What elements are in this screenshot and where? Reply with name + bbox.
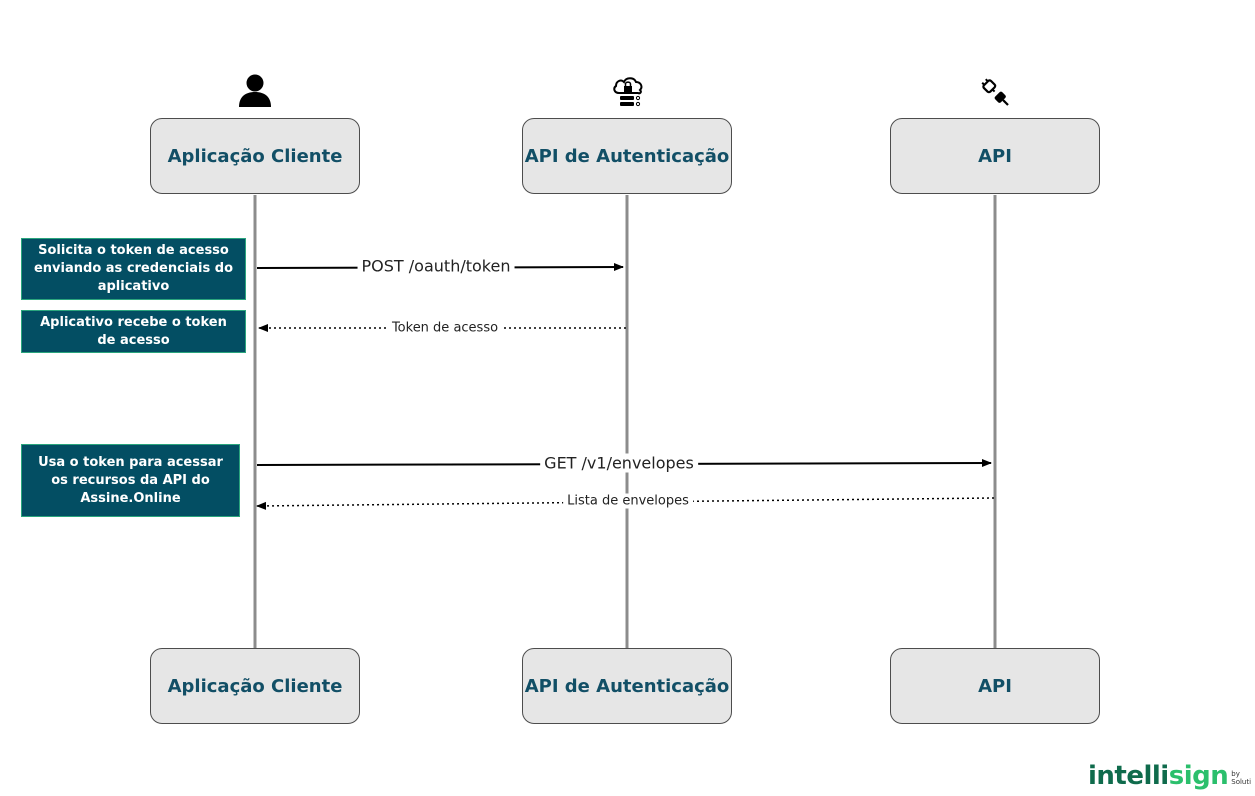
participant-label: API de Autenticação <box>524 145 730 167</box>
note-text: Usa o token para acessar os recursos da … <box>38 454 223 506</box>
plug-icon <box>979 76 1013 110</box>
intellisign-logo: intellisign by Soluti <box>1088 762 1255 790</box>
participant-aplicacao-cliente-top: Aplicação Cliente <box>150 118 360 194</box>
note-usa-token: Usa o token para acessar os recursos da … <box>21 444 240 517</box>
participant-label: Aplicação Cliente <box>167 675 343 697</box>
note-solicita-token: Solicita o token de acesso enviando as c… <box>21 238 246 300</box>
participant-api-autenticacao-top: API de Autenticação <box>522 118 732 194</box>
message-label-lista-envelopes: Lista de envelopes <box>563 493 693 509</box>
message-label-get-envelopes: GET /v1/envelopes <box>540 453 698 473</box>
participant-label: Aplicação Cliente <box>167 145 343 167</box>
participant-aplicacao-cliente-bottom: Aplicação Cliente <box>150 648 360 724</box>
logo-byline: by Soluti <box>1231 770 1252 786</box>
message-label-post-token: POST /oauth/token <box>357 256 515 276</box>
note-recebe-token: Aplicativo recebe o token de acesso <box>21 310 246 353</box>
participant-api-top: API <box>890 118 1100 194</box>
message-label-token-acesso: Token de acesso <box>387 320 503 336</box>
participant-label: API de Autenticação <box>524 675 730 697</box>
note-text: Solicita o token de acesso enviando as c… <box>33 243 234 294</box>
note-text: Aplicativo recebe o token de acesso <box>40 314 227 348</box>
participant-label: API <box>978 145 1012 167</box>
cloud-lock-server-icon <box>611 76 645 110</box>
participant-api-autenticacao-bottom: API de Autenticação <box>522 648 732 724</box>
participant-label: API <box>978 675 1012 697</box>
user-icon <box>237 72 273 108</box>
participant-api-bottom: API <box>890 648 1100 724</box>
logo-wordmark: intellisign <box>1088 761 1229 791</box>
